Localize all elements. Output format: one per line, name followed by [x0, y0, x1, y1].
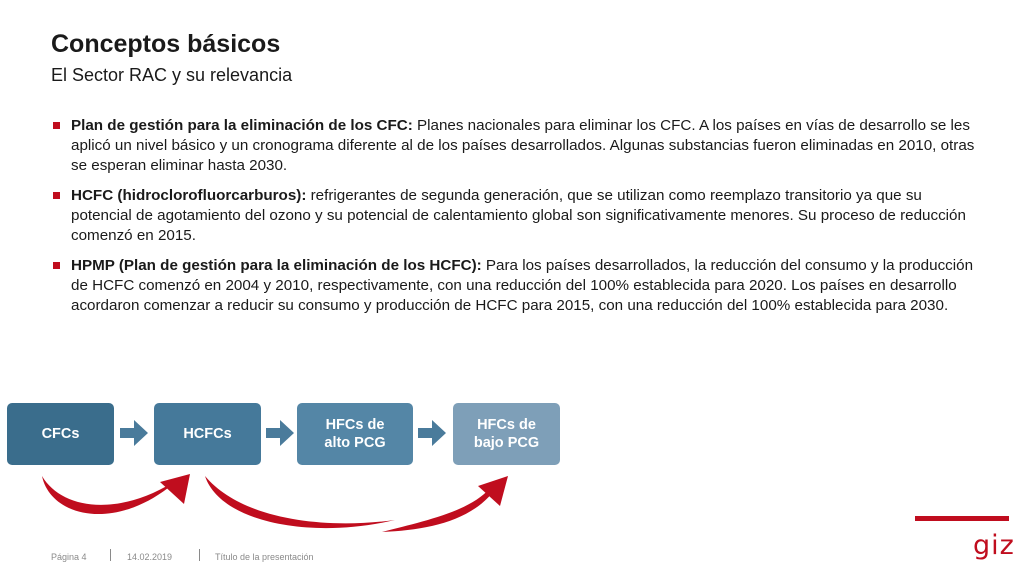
curved-arrow-head-icon: [478, 476, 508, 506]
footer-divider: [199, 549, 200, 561]
bullet-term: HPMP (Plan de gestión para la eliminació…: [71, 257, 482, 274]
flow-box-label: CFCs: [41, 426, 80, 442]
square-bullet-icon: [53, 192, 60, 199]
flow-box-cfcs: CFCs: [7, 403, 114, 465]
bullet-text: Para los países desarrollados, la reducc…: [71, 257, 974, 314]
bullet-term: Plan de gestión para la eliminación de l…: [71, 117, 413, 134]
giz-logo: giz: [973, 530, 1015, 561]
flow-box-label-line1: HFCs de: [477, 417, 536, 433]
bullet-text: refrigerantes de segunda generación, que…: [71, 187, 966, 244]
curved-arrow-icon: [42, 476, 180, 515]
square-bullet-icon: [53, 122, 60, 129]
bullet-term: HCFC (hidroclorofluorcarburos):: [71, 187, 307, 204]
flow-box-hfc-high-gwp: HFCs de alto PCG: [297, 403, 413, 465]
bullet-item-hcfc: HCFC (hidroclorofluorcarburos): refriger…: [51, 186, 986, 246]
slide-title: Conceptos básicos: [51, 30, 281, 58]
bullet-text: Planes nacionales para eliminar los CFC.…: [71, 117, 975, 174]
right-arrow-icon: [266, 420, 294, 446]
brand-accent-bar: [915, 516, 1009, 521]
footer-presentation-title: Título de la presentación: [215, 552, 314, 562]
flow-box-hcfcs: HCFCs: [154, 403, 261, 465]
flow-box-label-line1: HFCs de: [325, 417, 385, 433]
flow-box-label-line2: bajo PCG: [473, 435, 540, 451]
curved-arrow-icon: [205, 476, 395, 529]
curved-arrow-head-icon: [160, 474, 190, 504]
right-arrow-icon: [418, 420, 446, 446]
bullet-item-hpmp: HPMP (Plan de gestión para la eliminació…: [51, 256, 986, 316]
slide-subtitle: El Sector RAC y su relevancia: [51, 65, 293, 85]
flow-box-label: HCFCs: [183, 426, 232, 442]
flow-box-hfc-low-gwp: HFCs de bajo PCG: [453, 403, 560, 465]
bullet-item-cfc-plan: Plan de gestión para la eliminación de l…: [51, 116, 986, 176]
right-arrow-icon: [120, 420, 148, 446]
square-bullet-icon: [53, 262, 60, 269]
footer-date: 14.02.2019: [127, 552, 173, 562]
curved-arrow-icon: [382, 482, 500, 532]
flow-box-label-line2: alto PCG: [324, 435, 386, 451]
curved-arrows: [42, 474, 508, 532]
bullet-list: Plan de gestión para la eliminación de l…: [51, 116, 986, 326]
footer-divider: [110, 549, 111, 561]
footer-page-number: Página 4: [51, 552, 87, 562]
